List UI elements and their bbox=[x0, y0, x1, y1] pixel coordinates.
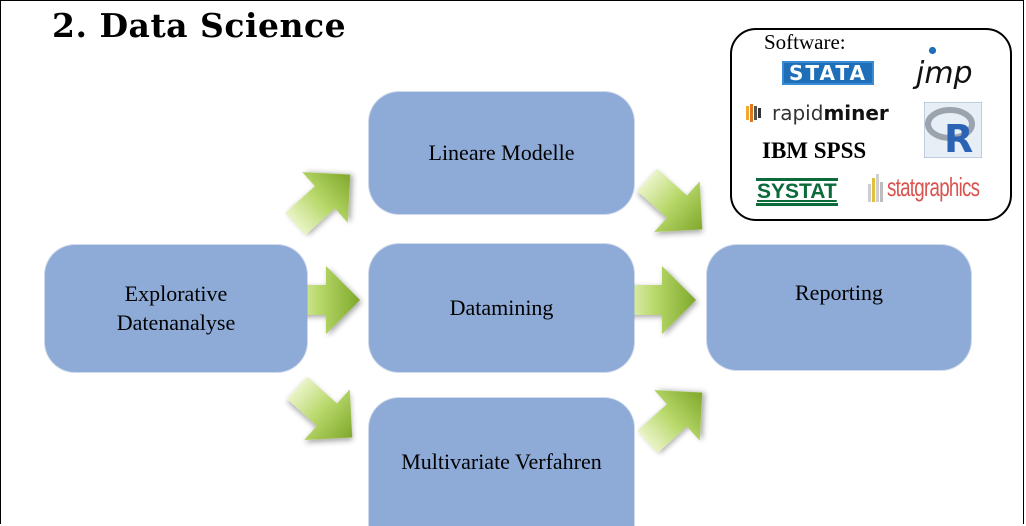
arrow-explorative-to-multivariate bbox=[274, 362, 375, 463]
jmp-logo: jmp bbox=[916, 56, 973, 91]
node-datamining-label: Datamining bbox=[449, 294, 554, 320]
software-panel: Software: STATA jmp rapidminer R IBM SPS… bbox=[730, 28, 1012, 221]
node-reporting-label: Reporting bbox=[795, 280, 883, 306]
arrow-multivariate-to-reporting bbox=[624, 367, 725, 468]
node-lineare-modelle: Lineare Modelle bbox=[369, 92, 634, 214]
node-lineare-label: Lineare Modelle bbox=[428, 139, 575, 165]
r-logo-icon: R bbox=[924, 102, 982, 158]
node-explorative-line1: Explorative bbox=[124, 280, 228, 306]
statgraphics-text: statgraphics bbox=[887, 172, 980, 202]
statgraphics-logo: statgraphics bbox=[868, 172, 1015, 203]
node-explorative-datenanalyse: Explorative Datenanalyse bbox=[45, 245, 307, 372]
arrow-explorative-to-lineare bbox=[272, 149, 373, 250]
ibm-spss-logo: IBM SPSS bbox=[762, 138, 867, 163]
node-multivariate-label: Multivariate Verfahren bbox=[401, 448, 602, 474]
r-logo-letter: R bbox=[944, 117, 973, 158]
systat-logo: SYSTAT bbox=[756, 178, 838, 206]
node-multivariate-verfahren: Multivariate Verfahren bbox=[369, 398, 634, 526]
rapidminer-prefix: rapid bbox=[772, 101, 824, 125]
node-datamining: Datamining bbox=[369, 244, 634, 372]
stata-logo: STATA bbox=[782, 61, 874, 85]
rapidminer-logo: rapidminer bbox=[744, 101, 889, 125]
node-explorative-line2: Datenanalyse bbox=[116, 309, 236, 335]
software-label: Software: bbox=[764, 30, 846, 54]
jmp-star-icon bbox=[928, 46, 937, 55]
arrow-lineare-to-reporting bbox=[624, 154, 725, 255]
rapidminer-suffix: miner bbox=[823, 101, 889, 125]
statgraphics-bars-icon bbox=[868, 173, 883, 202]
node-reporting: Reporting bbox=[707, 245, 971, 370]
slide-title: 2. Data Science bbox=[52, 6, 347, 45]
rapidminer-icon bbox=[746, 104, 761, 122]
